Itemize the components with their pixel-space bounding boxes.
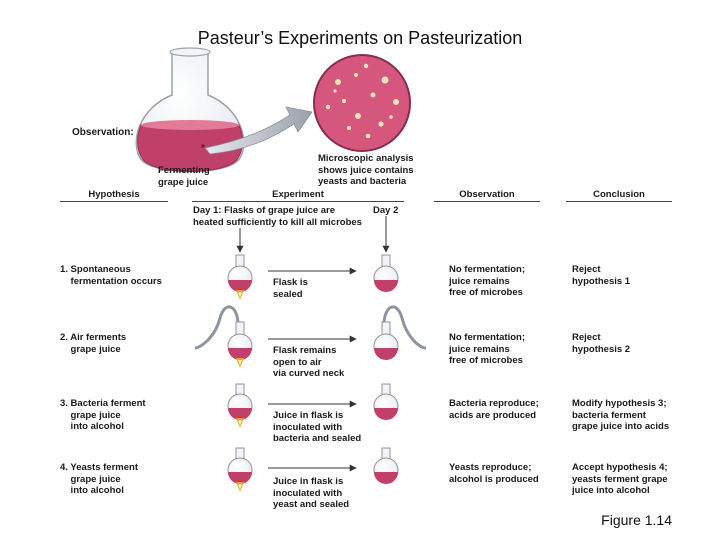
row4-day2-flask	[373, 447, 399, 484]
row3-day1-flask	[227, 383, 253, 428]
curved-arrow	[204, 106, 313, 155]
divider	[60, 201, 168, 202]
row2-day2-flask	[373, 305, 427, 360]
divider	[434, 201, 540, 202]
row4-day1-flask	[227, 447, 253, 492]
row3-hypothesis: 3. Bacteria ferment grape juice into alc…	[60, 398, 146, 432]
row3-day2-flask	[373, 383, 399, 420]
day2-label: Day 2	[373, 205, 399, 216]
header-observation: Observation	[459, 189, 515, 200]
divider	[192, 201, 404, 202]
row4-hypothesis: 4. Yeasts ferment grape juice into alcoh…	[60, 462, 138, 496]
header-conclusion: Conclusion	[593, 189, 645, 200]
figure-label: Figure 1.14	[601, 512, 672, 528]
row2-day1-flask	[194, 305, 253, 368]
header-experiment: Experiment	[272, 189, 324, 200]
header-hypothesis: Hypothesis	[88, 189, 140, 200]
row3-observation: Bacteria reproduce;acids are produced	[449, 398, 539, 421]
row1-hypothesis: 1. Spontaneous fermentation occurs	[60, 264, 162, 287]
page-title: Pasteur’s Experiments on Pasteurization	[197, 28, 523, 48]
row1-day2-flask	[373, 254, 399, 292]
row1-day1-flask	[227, 254, 253, 300]
row2-hypothesis: 2. Air ferments grape juice	[60, 332, 127, 355]
observation-label: Observation:	[72, 127, 134, 138]
fermenting-flask-illustration	[135, 47, 245, 173]
row4-observation: Yeasts reproduce;alcohol is produced	[449, 462, 539, 485]
divider	[566, 201, 672, 202]
microscope-field-illustration	[313, 54, 411, 152]
row4-conclusion: Accept hypothesis 4;yeasts ferment grape…	[572, 462, 668, 496]
